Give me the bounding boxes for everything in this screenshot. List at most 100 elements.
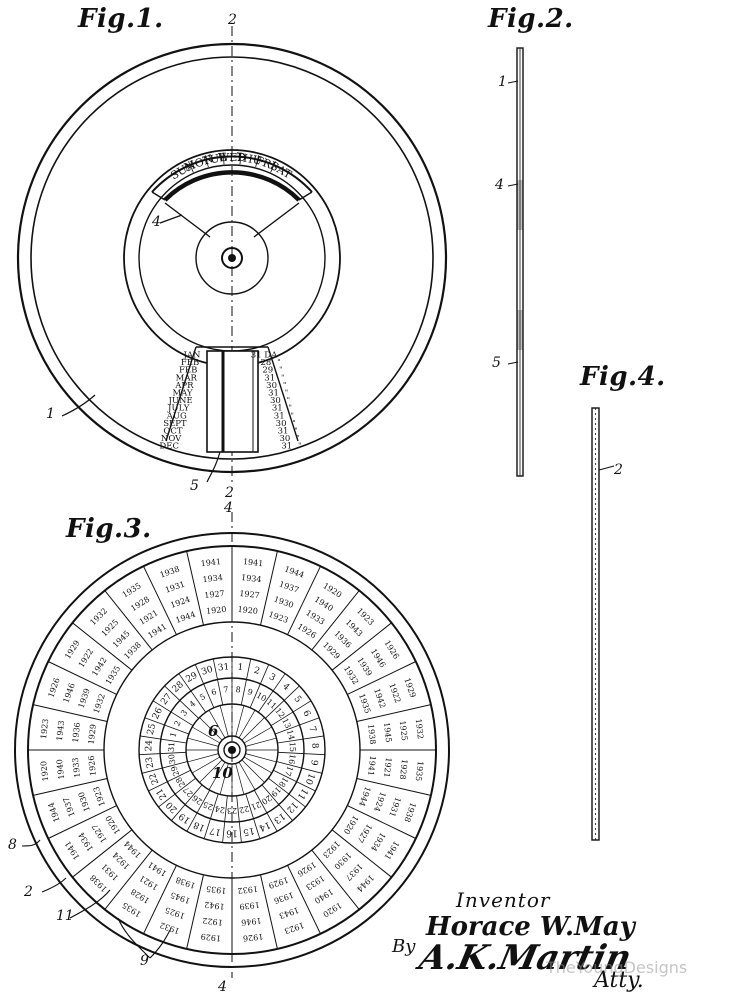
fig1-day-count: 31 DA [251,351,278,361]
fig3-year-label: 1941 [242,557,263,568]
fig3-year-label: 1936 [332,629,353,650]
fig3-year-label: 1946 [241,916,262,927]
fig1-ditto-mark: " [281,374,284,382]
fig3-ref-11: 11 [56,908,74,924]
fig2-title: Fig.2. [488,4,574,34]
fig3-date-label: 22 [238,804,250,815]
fig3-year-label: 1942 [90,656,108,678]
fig3-year-label: 1940 [55,759,66,780]
fig3-date-label: 9 [246,687,254,697]
fig3-year-label: 1925 [164,905,186,920]
fig3-date-label: 7 [223,685,229,694]
fig3-date-label: 25 [202,799,215,811]
fig3-year-label: 1924 [169,595,191,610]
fig3-year-label: 1926 [46,677,61,699]
fig3-year-label: 1927 [355,822,373,844]
fig3-ref-9: 9 [140,953,149,969]
fig1-day-count: 30 [266,381,277,391]
fig3-date-label: 5 [198,692,207,702]
fig1-month-slot [206,350,259,453]
fig1-day-count: 30 [279,434,290,444]
fig3-ref-6: 6 [208,722,219,740]
fig1-day-count: 31 [272,404,283,414]
fig3-year-label: 1928 [129,887,151,905]
fig3-date-label: 5 [292,694,304,705]
fig1-day-label: TUE [202,150,228,167]
fig2-ref-5: 5 [492,355,501,371]
fig3-date-label: 30 [167,753,177,764]
fig3-year-label: 1923 [39,718,50,739]
fig3-year-label: 1923 [283,920,305,935]
fig3-year-label: 1934 [241,573,262,584]
fig3-year-label: 1943 [55,720,66,741]
attorney-label: Atty. [594,968,644,993]
fig3-year-label: 1921 [138,873,160,891]
fig3-year-label: 1927 [239,589,260,600]
fig3-year-label: 1942 [372,687,387,709]
fig3-date-label: 10 [303,772,316,786]
fig3-date-label: 29 [185,671,200,685]
fig3-year-label: 1926 [87,755,98,776]
fig3-date-label: 12 [284,799,299,814]
fig3-date-label: 31 [167,742,177,753]
fig1-ref-5: 5 [190,478,199,494]
fig3-year-label: 1929 [200,932,221,943]
fig3-year-label: 1931 [164,580,186,595]
fig3-year-label: 1937 [344,862,365,883]
fig1-inner-ring [30,56,434,460]
fig3-year-label: 1920 [321,900,343,918]
fig1-month-label: MAY [172,389,192,399]
fig3-date-label: 24 [214,804,226,815]
fig3-year-label: 1938 [88,873,109,894]
fig3-year-label: 1946 [369,647,387,669]
fig3-year-label: 1929 [402,677,417,699]
fig1-month-label: FEB [179,366,197,376]
fig3-date-label: 25 [146,722,159,736]
fig3-date-label: 16 [287,753,297,764]
fig3-year-label: 1935 [121,900,143,918]
fig3-year-label: 1932 [237,884,258,895]
fig3-date-label: 15 [288,742,298,753]
fig3-year-label: 1923 [355,606,376,627]
fig1-ditto-mark: " [292,419,295,427]
fig3-date-label: 30 [200,665,214,678]
fig3-ref-2: 2 [24,884,33,900]
fig3-date-label: 14 [257,819,272,833]
fig3-year-label: 1934 [202,573,223,584]
fig1-ref-2-bottom: 2 [225,485,234,501]
fig3-year-label: 1933 [304,608,326,626]
fig3-year-label: 1925 [100,618,121,639]
fig3-year-label: 1923 [321,839,342,860]
fig3-year-label: 1920 [39,760,50,781]
fig3-year-label: 1921 [138,608,160,626]
by-label: By [392,936,416,957]
fig3-year-label: 1941 [146,622,168,640]
fig3-year-label: 1933 [71,757,82,778]
fig3-year-label: 1940 [313,887,335,905]
fig3-year-label: 1934 [369,831,387,853]
fig3-date-label: 21 [249,799,262,811]
fig3-date-label: 9 [308,759,319,766]
fig3-year-label: 1936 [71,722,82,743]
fig3-year-label: 1935 [104,664,122,686]
fig3-ref-8: 8 [8,837,17,853]
fig1-pointer-left [164,202,211,238]
fig3-year-label: 1945 [382,722,393,743]
fig1-month-label: SEPT [163,419,187,429]
fig3-date-label: 23 [145,756,157,769]
fig3-date-label: 18 [192,819,207,833]
inventor-name: Horace W.May [426,912,635,942]
fig3-year-label: 1928 [398,759,409,780]
fig3-date-label: 29 [169,765,181,778]
fig3-year-label: 1929 [63,639,81,661]
fig1-day-window-top [151,155,313,193]
fig3-year-label: 1936 [273,890,295,905]
fig3-date-label: 24 [144,740,155,752]
fig3-date-label: 21 [155,786,170,801]
fig3-year-label: 1944 [357,785,372,807]
fig3-year-label: 1924 [372,791,387,813]
fig3-year-label: 1932 [88,606,109,627]
fig3-date-label: 31 [217,662,229,673]
fig1-ditto-mark: " [294,427,297,435]
